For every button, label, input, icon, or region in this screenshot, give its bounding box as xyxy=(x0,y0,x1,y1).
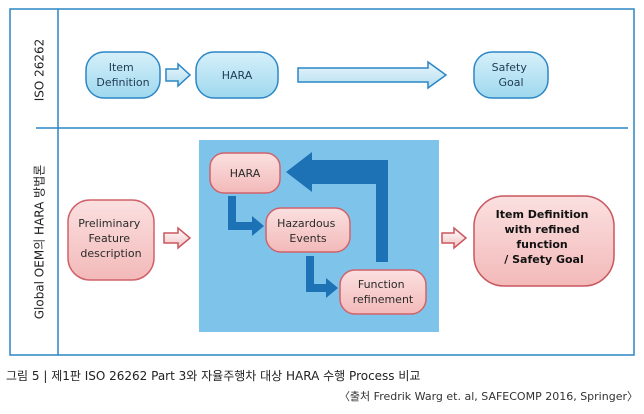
refined-output-label: Item Definition with refined function / … xyxy=(496,208,593,266)
preliminary-feature-label: Preliminary Feature description xyxy=(78,217,144,260)
iso-26262-section-label: ISO 26262 xyxy=(33,39,47,102)
item-to-hara-arrow xyxy=(165,62,192,88)
refinement-feedback-arrow xyxy=(286,152,388,262)
item-definition-label: Item Definition xyxy=(96,61,149,89)
hazardous-events-label: Hazardous Events xyxy=(277,217,339,245)
refined-output-box xyxy=(473,195,615,287)
hazardous-to-refinement-arrow xyxy=(306,256,338,298)
process-hara-box xyxy=(209,152,281,194)
top-hara-label: HARA xyxy=(222,69,253,82)
function-refinement-label: Function refinement xyxy=(353,278,414,306)
hara-to-hazardous-arrow xyxy=(228,196,264,236)
figure-caption: 그림 5 | 제1판 ISO 26262 Part 3와 자율주행차 대상 HA… xyxy=(6,369,421,383)
preliminary-to-process-arrow xyxy=(163,226,192,250)
top-safety-goal-label: Safety Goal xyxy=(492,61,531,89)
top-hara-box xyxy=(195,51,279,99)
process-hara-label: HARA xyxy=(230,167,261,180)
hazardous-events-box xyxy=(265,207,351,253)
hara-to-safety-goal-arrow xyxy=(297,60,448,90)
preliminary-feature-box xyxy=(67,199,155,281)
function-refinement-box xyxy=(339,269,427,315)
item-definition-box xyxy=(85,51,161,99)
figure-source: 〈출처 Fredrik Warg et. al, SAFECOMP 2016, … xyxy=(338,390,638,403)
top-safety-goal-box xyxy=(473,51,549,99)
oem-hara-section-label: Global OEM의 HARA 방법론 xyxy=(33,165,47,320)
process-to-output-arrow xyxy=(441,226,468,250)
